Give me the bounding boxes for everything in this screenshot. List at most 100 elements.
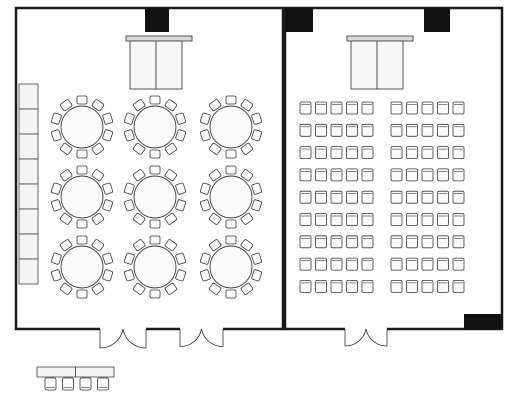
chair	[330, 213, 343, 226]
chair	[76, 165, 88, 175]
chair	[175, 269, 187, 282]
chair	[346, 101, 358, 115]
chair	[175, 199, 187, 212]
chair	[251, 129, 263, 142]
chair	[164, 282, 178, 295]
chair	[123, 269, 135, 282]
chair	[123, 252, 135, 265]
buffet-segment	[18, 233, 39, 260]
round-table	[133, 245, 177, 289]
chair	[50, 112, 62, 125]
chair	[421, 123, 434, 137]
door-leaf	[122, 328, 147, 349]
chair	[299, 168, 312, 182]
chair	[102, 199, 114, 212]
chair	[390, 213, 403, 226]
chair	[330, 279, 343, 293]
chair	[149, 149, 161, 159]
chair	[91, 169, 105, 182]
chair	[164, 99, 178, 112]
round-table-group	[50, 165, 114, 229]
chair	[437, 279, 449, 293]
chair	[346, 235, 358, 249]
chair	[251, 112, 263, 125]
buffet-segment	[18, 83, 39, 110]
chair	[390, 235, 403, 249]
chair	[315, 190, 327, 204]
chair	[123, 199, 135, 212]
chair-block	[299, 101, 374, 293]
chair	[361, 190, 374, 204]
chair	[346, 123, 358, 137]
chair	[452, 101, 465, 115]
chair	[421, 213, 434, 226]
chair	[406, 190, 418, 204]
chair	[390, 279, 403, 293]
chair	[421, 235, 434, 249]
chair	[346, 146, 358, 160]
chair	[102, 269, 114, 282]
chair	[346, 213, 358, 226]
chair	[452, 257, 465, 271]
chair	[330, 101, 343, 115]
chair	[330, 146, 343, 160]
chair	[199, 182, 211, 195]
chair	[346, 168, 358, 182]
chair	[225, 235, 237, 245]
chair	[175, 182, 187, 195]
chair	[315, 257, 327, 271]
chair	[361, 101, 374, 115]
stage-edge	[346, 35, 414, 42]
chair	[251, 269, 263, 282]
round-table-group	[50, 235, 114, 299]
chair-block	[390, 101, 465, 293]
chair	[421, 257, 434, 271]
chair	[132, 282, 146, 295]
chair	[175, 129, 187, 142]
chair	[406, 101, 418, 115]
chair	[225, 219, 237, 229]
chair	[225, 289, 237, 299]
chair	[199, 252, 211, 265]
chair	[390, 101, 403, 115]
chair	[149, 165, 161, 175]
chair	[132, 169, 146, 182]
chair	[437, 101, 449, 115]
theater-chairs	[299, 101, 465, 293]
chair	[208, 169, 222, 182]
chair	[132, 212, 146, 225]
chair	[149, 219, 161, 229]
chair	[199, 269, 211, 282]
round-table	[209, 105, 253, 149]
right-room-wall	[283, 6, 504, 331]
round-table-group	[123, 165, 187, 229]
chair	[452, 235, 465, 249]
chair	[406, 123, 418, 137]
chair	[76, 95, 88, 105]
stage-edge	[125, 35, 193, 42]
chair	[452, 279, 465, 293]
chair	[299, 123, 312, 137]
chair	[361, 146, 374, 160]
chair	[421, 101, 434, 115]
chair	[390, 168, 403, 182]
round-table	[60, 175, 104, 219]
chair	[225, 95, 237, 105]
buffet-segment	[18, 133, 39, 160]
chair	[91, 212, 105, 225]
chair	[240, 142, 254, 155]
stage-panel	[155, 40, 183, 90]
chair	[346, 190, 358, 204]
chair	[315, 123, 327, 137]
chair	[452, 213, 465, 226]
chair	[315, 146, 327, 160]
door-leaf	[179, 328, 202, 347]
chair	[452, 168, 465, 182]
stage-panel	[350, 40, 378, 90]
chair	[299, 213, 312, 226]
buffet-segment	[18, 108, 39, 135]
chair	[208, 99, 222, 112]
chair	[91, 99, 105, 112]
chair	[208, 142, 222, 155]
chair	[390, 146, 403, 160]
